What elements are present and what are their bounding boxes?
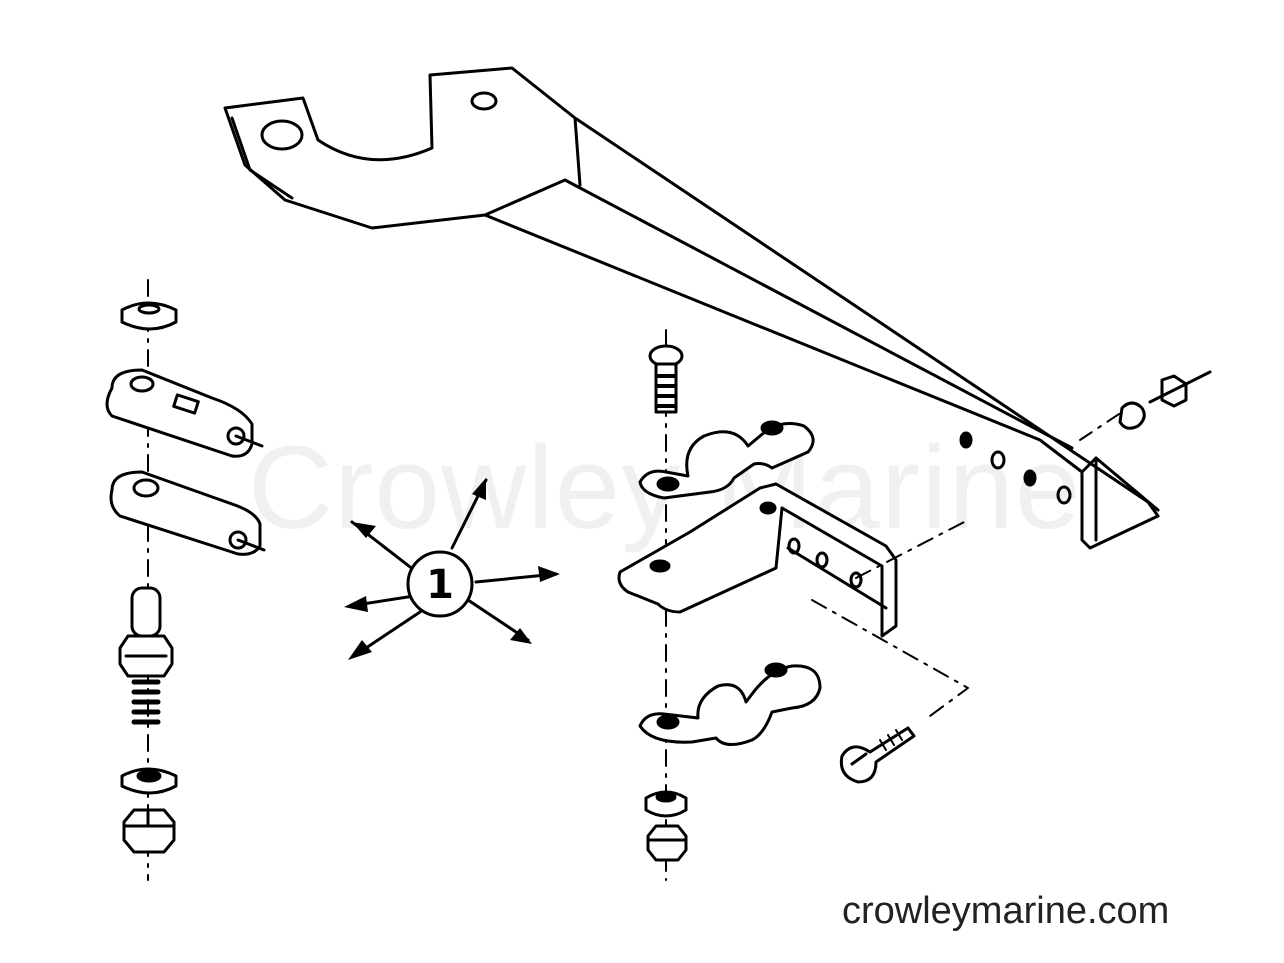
top-washer xyxy=(120,301,178,331)
angle-mounting-bracket xyxy=(617,482,898,638)
end-fastener-group xyxy=(1079,370,1212,441)
main-bracket-end-hole-4 xyxy=(1056,485,1072,505)
side-screw xyxy=(839,726,916,784)
lower-link-eye xyxy=(228,530,248,550)
end-nut xyxy=(1160,374,1188,408)
threaded-stud xyxy=(118,586,174,725)
main-bracket-end-hole-3 xyxy=(1023,469,1037,487)
top-screw xyxy=(648,344,684,414)
lower-pipe-clamp xyxy=(638,664,822,746)
bottom-nut xyxy=(122,808,176,854)
main-bracket-end-hole-1 xyxy=(959,431,973,449)
main-bracket-hole-large xyxy=(260,119,304,151)
main-bracket-edge xyxy=(230,116,294,200)
main-bracket-outline xyxy=(223,66,1160,550)
callout-arrowheads xyxy=(344,478,560,660)
callout-number: 1 xyxy=(426,562,454,608)
center-nut xyxy=(646,824,688,862)
upper-pipe-clamp xyxy=(638,422,815,500)
main-bracket-end-hole-2 xyxy=(990,450,1006,470)
main-bracket xyxy=(223,66,1160,550)
main-bracket-flange xyxy=(483,178,1074,450)
main-bracket-hole-small xyxy=(470,91,498,111)
callout-circle xyxy=(406,550,474,618)
center-hardware-stack xyxy=(617,329,969,881)
lower-link xyxy=(109,470,262,556)
left-hardware-stack xyxy=(105,279,266,881)
upper-clevis-eye xyxy=(226,426,246,446)
site-credit[interactable]: crowleymarine.com xyxy=(842,890,1170,932)
main-bracket-fold xyxy=(573,116,582,187)
end-lockwasher xyxy=(1118,401,1146,430)
